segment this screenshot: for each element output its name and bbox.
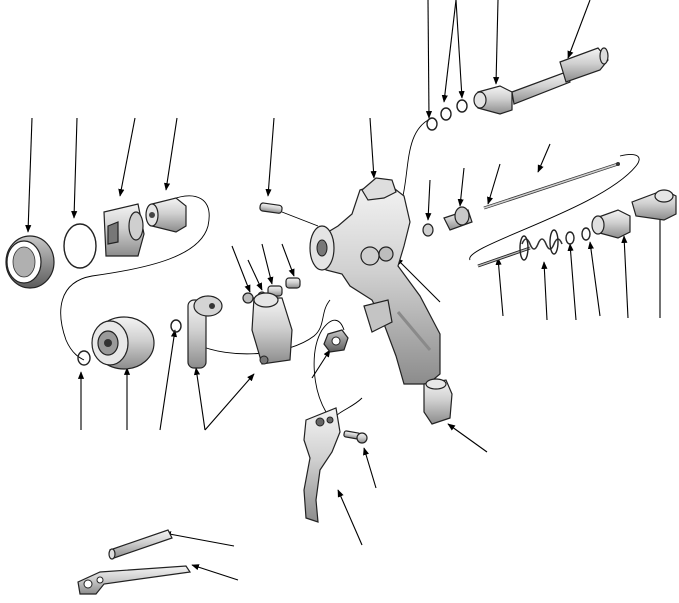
leader-cleaning-brush <box>163 531 235 547</box>
callout-leaders <box>25 0 664 581</box>
leader-retaining-ring <box>25 117 33 233</box>
baffle-screw <box>259 202 319 227</box>
leader-spring-guide <box>495 257 504 317</box>
needle-packing-assembly <box>422 206 473 237</box>
leader-air-valve-seal-b <box>455 0 465 99</box>
fan-valve-right <box>251 292 293 365</box>
leader-seal-ring <box>159 329 178 431</box>
path-nozzle-to-body <box>195 299 331 355</box>
o-ring-small <box>77 350 91 366</box>
path-trigger <box>313 319 345 413</box>
leader-trigger-screw <box>363 447 377 489</box>
trigger <box>303 407 341 523</box>
leader-fluid-needle <box>537 143 551 173</box>
leader-packing-2 <box>247 259 263 291</box>
fluid-nozzle <box>145 197 187 233</box>
leader-needle-packing-nut <box>457 167 465 207</box>
air-cap-lower <box>91 316 155 370</box>
seal-ring <box>170 319 182 333</box>
leader-fan-valve-b <box>204 373 255 431</box>
needle-spring <box>519 229 563 261</box>
leader-packing-1 <box>231 245 251 293</box>
fan-valve-left <box>187 295 223 369</box>
fluid-adjust-knob <box>631 189 677 221</box>
leader-packing-4 <box>281 243 295 277</box>
leader-air-valve-plug <box>311 349 331 379</box>
leader-needle-cap <box>621 235 629 319</box>
leader-needle-spring <box>541 261 548 321</box>
leader-wrench <box>191 564 239 581</box>
fluid-needle <box>483 162 620 210</box>
leader-packing-3 <box>261 243 274 285</box>
leader-air-inlet-fitting <box>447 423 488 453</box>
leader-fan-valve-a <box>193 367 206 431</box>
spring-washer-a <box>565 231 575 245</box>
leader-air-cap <box>118 117 136 197</box>
retaining-ring <box>5 235 55 289</box>
air-cap <box>103 203 145 257</box>
air-valve-assembly <box>426 47 609 131</box>
leader-air-valve-nut <box>493 0 500 85</box>
air-valve-plug <box>323 329 349 353</box>
leader-needle-washer <box>425 179 432 221</box>
leader-o-ring-top <box>71 117 78 219</box>
leader-air-valve-stem <box>567 0 591 59</box>
leader-baffle-screw <box>265 117 275 197</box>
leader-spring-washer-b <box>587 241 601 317</box>
leader-spring-washer-a <box>567 243 577 321</box>
leader-trigger <box>337 489 363 546</box>
leader-fan-valve-body <box>395 257 441 303</box>
path-air-valve <box>401 117 433 201</box>
o-ring-large <box>63 223 97 269</box>
cleaning-brush <box>108 529 173 560</box>
trigger-screw <box>343 430 368 444</box>
spring-washer-b <box>581 227 591 241</box>
leader-gun-body <box>369 117 377 179</box>
leader-fluid-nozzle <box>164 117 178 191</box>
cleaning-needle-rod <box>477 246 531 268</box>
path-needle-to-body <box>469 154 640 261</box>
leader-air-valve-washer <box>425 0 433 119</box>
wrench <box>77 565 192 595</box>
leader-air-valve-seal-a <box>441 0 457 103</box>
air-inlet-fitting <box>423 378 453 425</box>
leader-cleaning-needle <box>487 163 501 205</box>
needle-cap <box>591 209 631 239</box>
gun-body <box>309 177 441 385</box>
path-front-assembly <box>60 195 210 361</box>
